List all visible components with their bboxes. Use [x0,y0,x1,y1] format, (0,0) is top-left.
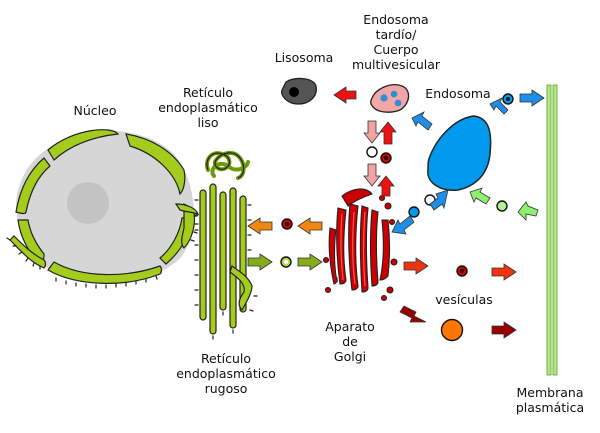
lysosome-label: Lisosoma [274,50,334,65]
arrow-secretory-to-membrane [491,321,517,339]
golgi-label: Aparato de Golgi [310,319,390,364]
late-endosome-label-line: Endosoma [363,12,429,27]
vesicles-label: vesículas [435,292,493,307]
vesicle-secretory [440,318,464,342]
arrow-membrane-to-vesicle [517,201,539,221]
rough-er-ribosomes [194,199,258,340]
late-endosome [370,84,410,113]
endosome-label: Endosoma [425,86,491,101]
smooth-er-outline [206,152,245,179]
arrow-late-endosome-down [363,120,381,144]
vesicle-golgi-to-endosome [408,206,420,218]
late-endosome-label: Endosoma tardío/ Cuerpo multivesicular [338,12,454,72]
arrow-vesicle-to-membrane-red [491,263,517,281]
late-endosome-label-line: tardío/ [375,27,417,42]
nucleus-label: Núcleo [73,103,117,118]
rough-er-label: Retículo endoplasmático rugoso [166,351,286,396]
late-endosome-label-line: multivesicular [351,57,441,72]
golgi-highlights [340,211,366,287]
vesicles [280,93,514,342]
rough-er [199,183,253,335]
nucleolus [67,182,109,224]
golgi-label-line: Aparato [325,319,375,334]
smooth-er-label-line: Retículo [182,85,234,100]
smooth-er-label: Retículo endoplasmático liso [154,85,262,130]
arrow-vesicle-to-endosome [469,187,491,205]
vesicle-golgi-to-late-endosome [366,146,378,158]
arrow-vesicle-to-membrane [519,89,545,107]
arrow-endosome-to-vesicle [489,97,509,115]
arrow-up-to-late-endosome [379,121,397,145]
rough-er-label-line: endoplasmático [176,366,276,381]
plasma-membrane-label-line: plasmática [515,400,585,415]
arrow-er-to-golgi-1 [247,253,273,271]
arrow-endosome-to-golgi [391,215,415,235]
smooth-er-label-line: liso [197,115,219,130]
arrow-endosome-to-late-endosome [411,111,433,131]
rough-er-label-line: rugoso [204,381,248,396]
plasma-membrane-label: Membrana plasmática [502,385,598,415]
golgi-apparatus [322,188,398,302]
arrow-golgi-to-vesicle [403,257,429,275]
arrow-golgi-to-lysosome [333,86,357,104]
golgi-label-line: de [342,334,358,349]
nucleus [6,129,199,289]
late-endosome-label-line: Cuerpo [373,42,419,57]
endosome [427,115,492,191]
plasma-membrane [546,84,558,376]
arrow-golgi-to-endosome [429,189,449,211]
arrow-golgi-to-er-2 [297,217,323,235]
arrow-golgi-to-secretory [399,305,427,323]
vesicle-membrane-to-endosome [496,200,508,212]
arrow-er-to-golgi-2 [297,253,323,271]
arrow-pink-down-to-golgi [363,163,381,187]
arrow-red-up-from-golgi [377,175,395,197]
smooth-er-label-line: endoplasmático [158,100,258,115]
arrow-golgi-to-er-1 [247,217,273,235]
lysosome [281,77,317,105]
golgi-label-line: Golgi [333,349,367,364]
rough-er-label-line: Retículo [200,351,252,366]
plasma-membrane-label-line: Membrana [516,385,584,400]
